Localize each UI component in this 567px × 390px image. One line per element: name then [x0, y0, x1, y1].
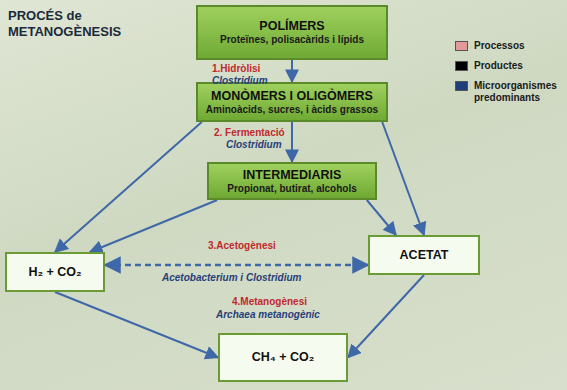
flow-arrow [291, 122, 293, 162]
product-box: ACETAT [368, 235, 480, 275]
diagram-title: PROCÉS de METANOGÈNESIS [8, 8, 120, 41]
microorganism-label: Clostridium [212, 75, 268, 86]
microorganism-label: Clostridium [226, 139, 282, 150]
box-body: Proteïnes, polisacàrids i lípids [220, 34, 364, 46]
process-box: MONÒMERS I OLIGÒMERSAminoàcids, sucres, … [196, 82, 388, 122]
box-heading: POLÍMERS [259, 19, 324, 34]
flow-arrow [367, 200, 396, 235]
legend-text: Microorganismes predominants [474, 80, 567, 104]
legend-text: Productes [474, 60, 567, 72]
box-heading: INTERMEDIARIS [243, 168, 342, 183]
flow-arrow [55, 122, 202, 252]
legend-entry: Processos [455, 40, 567, 52]
legend-swatch [455, 81, 468, 91]
box-heading: H₂ + CO₂ [28, 265, 81, 280]
box-heading: MONÒMERS I OLIGÒMERS [211, 89, 373, 104]
microorganism-label: Archaea metanogènic [216, 309, 320, 320]
process-label: 2. Fermentació [214, 127, 285, 138]
process-label: 4.Metanogènesi [232, 296, 307, 307]
product-box: H₂ + CO₂ [5, 252, 105, 292]
process-box: POLÍMERSProteïnes, polisacàrids i lípids [196, 5, 388, 60]
process-label: 3.Acetogènesi [208, 240, 276, 251]
flow-arrow [105, 264, 368, 267]
flow-arrow [382, 122, 424, 235]
product-box: CH₄ + CO₂ [218, 333, 348, 382]
process-box: INTERMEDIARISPropionat, butirat, alcohol… [207, 162, 377, 200]
box-body: Aminoàcids, sucres, i àcids grassos [206, 104, 378, 116]
box-heading: ACETAT [400, 248, 449, 263]
flow-arrow [55, 292, 218, 358]
legend-entry: Productes [455, 60, 567, 72]
flow-arrow [90, 200, 217, 252]
legend-swatch [455, 41, 468, 51]
box-heading: CH₄ + CO₂ [252, 350, 315, 365]
microorganism-label: Acetobacterium i Clostridium [162, 272, 301, 283]
flow-arrow [291, 60, 293, 82]
box-body: Propionat, butirat, alcohols [227, 183, 356, 195]
legend-entry: Microorganismes predominants [455, 80, 567, 104]
legend-text: Processos [474, 40, 567, 52]
flow-arrow [348, 275, 424, 358]
legend-swatch [455, 61, 468, 71]
process-label: 1.Hidròlisi [212, 63, 260, 74]
